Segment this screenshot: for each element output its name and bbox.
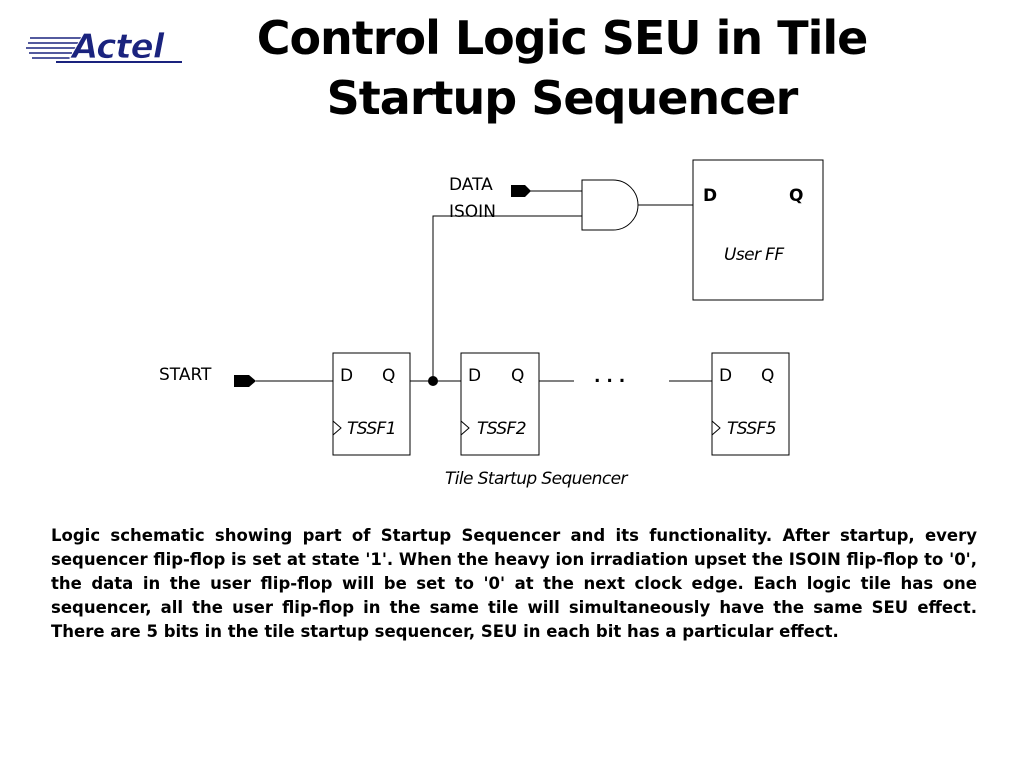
slide-title-line-2: Startup Sequencer <box>326 71 799 125</box>
data-label: DATA <box>449 175 493 195</box>
tssf5-clock-icon <box>711 420 721 436</box>
actel-logo: Actel <box>26 27 182 66</box>
slide-title-line-1: Control Logic SEU in Tile <box>256 11 869 65</box>
and-gate <box>581 179 639 231</box>
user-ff-box <box>692 159 824 301</box>
tssf5-q-label: Q <box>761 366 774 386</box>
user-ff-q-label: Q <box>789 186 803 206</box>
slide-title: Control Logic SEU in Tile Startup Sequen… <box>200 8 924 128</box>
isoin-label: ISOIN <box>449 202 496 222</box>
tssf1-d-label: D <box>340 366 353 386</box>
tssf5-name: TSSF5 <box>727 419 776 439</box>
tssf2-clock-icon <box>460 420 470 436</box>
tssf5-d-label: D <box>719 366 732 386</box>
diagram-caption: Tile Startup Sequencer <box>445 469 628 489</box>
junction-dot <box>428 376 438 386</box>
tssf1-name: TSSF1 <box>347 419 396 439</box>
data-pin-icon <box>511 185 531 197</box>
user-ff-d-label: D <box>703 186 717 206</box>
tssf1-box <box>332 352 411 456</box>
start-pin-icon <box>234 375 256 387</box>
tssf1-clock-icon <box>332 420 342 436</box>
slide-description: Logic schematic showing part of Startup … <box>51 526 977 641</box>
tssf2-name: TSSF2 <box>477 419 526 439</box>
isoin-wire <box>432 215 582 380</box>
tssf2-box <box>460 352 540 456</box>
svg-text:Actel: Actel <box>69 27 166 66</box>
schematic-diagram: DATA ISOIN START D Q User FF D Q TSSF1 D… <box>159 159 824 489</box>
tssf2-d-label: D <box>468 366 481 386</box>
ellipsis: . . . <box>594 367 625 387</box>
tssf5-box <box>711 352 790 456</box>
start-label: START <box>159 365 212 385</box>
tssf2-q-label: Q <box>511 366 524 386</box>
user-ff-name: User FF <box>724 245 784 265</box>
tssf1-q-label: Q <box>382 366 395 386</box>
